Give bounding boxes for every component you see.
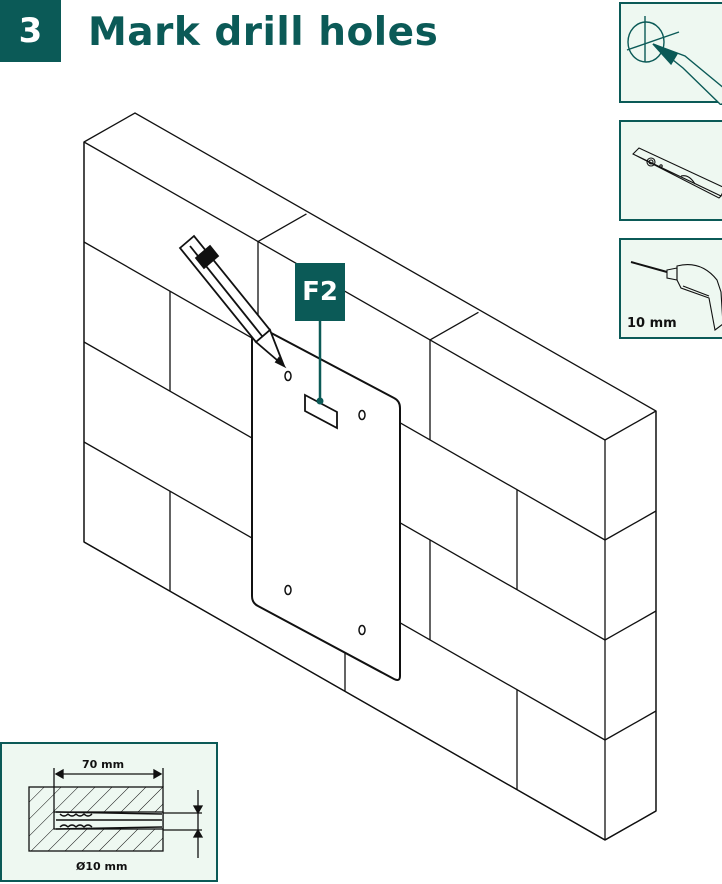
pencil-icon [178,234,287,369]
pencil-mark-icon [626,16,722,105]
drill-icon [630,261,722,331]
wall-plug-section-diagram [28,768,204,858]
brick-course-line [604,410,657,441]
brick-joint [429,311,479,341]
drill-depth-detail: 70 mm Ø10 mm [0,742,218,882]
diameter-label: Ø10 mm [76,860,128,873]
drill-bit-size: 10 mm [627,316,677,331]
tool-card-pencil [619,2,722,105]
brick-joint [257,213,307,243]
brick-course-line [604,710,657,741]
page-title: Mark drill holes [88,10,439,55]
brick-course-line [604,610,657,641]
tool-card-drill: 10 mm [619,238,722,339]
callout-f2-label: F2 [295,263,345,321]
spirit-level-icon [632,147,722,199]
depth-label: 70 mm [82,758,125,771]
step-number-badge: 3 [0,0,61,62]
brick-course-line [604,810,657,841]
tool-card-spirit-level [619,120,722,221]
brick-course-line [604,510,657,541]
